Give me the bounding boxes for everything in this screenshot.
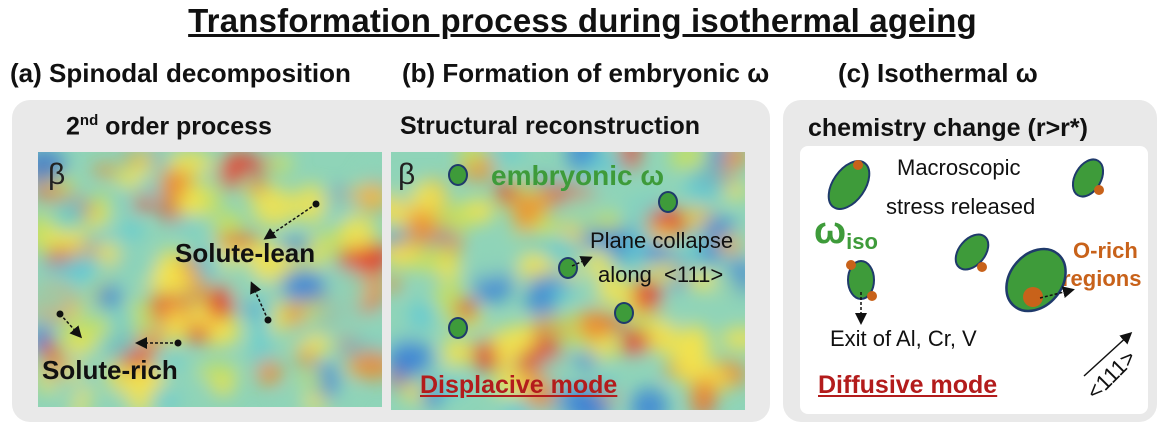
beta-label-a: β: [48, 158, 66, 191]
concentration-field-a: [38, 152, 382, 407]
plane-collapse-label: Plane collapse: [590, 228, 734, 253]
regions-label: regions: [1062, 266, 1142, 291]
macroscopic-label: Macroscopic: [897, 155, 1021, 180]
panel-b-subtitle: Structural reconstruction: [400, 112, 701, 140]
beta-label-b: β: [398, 158, 416, 191]
o-rich-label: O-rich: [1073, 238, 1138, 263]
heading-a: (a) Spinodal decomposition: [10, 58, 351, 88]
panel-a-subtitle: 2nd order process: [66, 112, 272, 141]
heading-c: (c) Isothermal ω: [838, 58, 1038, 88]
displacive-mode-label: Displacive mode: [420, 371, 618, 399]
solute-rich-label: Solute-rich: [42, 355, 178, 385]
concentration-field-b: [391, 152, 745, 410]
stress-released-label: stress released: [886, 194, 1036, 219]
embryonic-omega-label: embryonic ω: [491, 160, 665, 191]
field-texture: [38, 152, 382, 407]
along-direction-label: along <111>: [598, 262, 724, 287]
diffusive-mode-label: Diffusive mode: [818, 371, 998, 399]
heading-b: (b) Formation of embryonic ω: [402, 58, 770, 88]
solute-lean-label: Solute-lean: [175, 238, 316, 268]
exit-elements-label: Exit of Al, Cr, V: [830, 326, 977, 351]
field-texture: [391, 152, 745, 410]
figure-title: Transformation process during isothermal…: [188, 2, 977, 39]
omega-iso-label: ωiso: [814, 210, 878, 254]
panel-c-subtitle: chemistry change (r>r*): [808, 114, 1088, 142]
